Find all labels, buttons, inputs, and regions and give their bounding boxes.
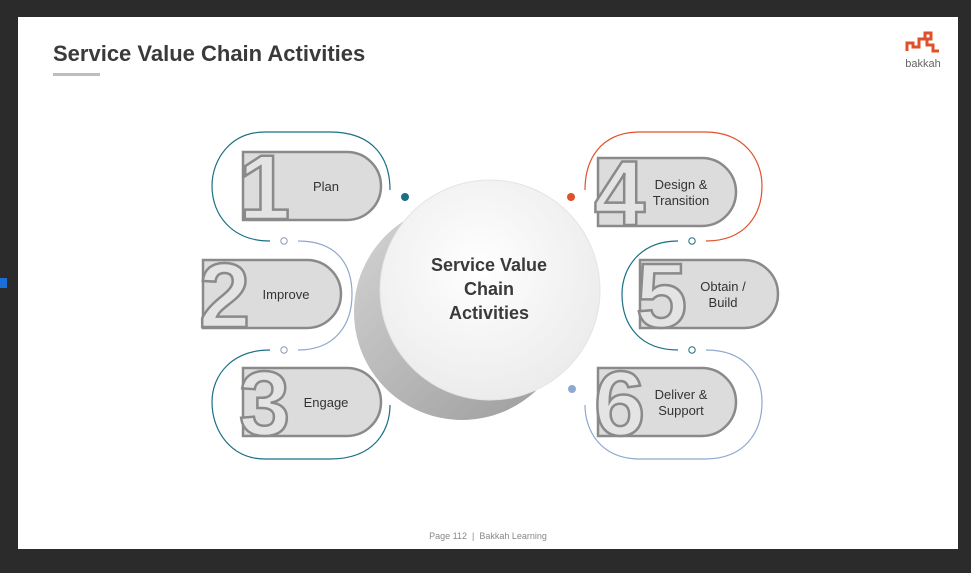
activity-label: Improve bbox=[263, 287, 310, 302]
logo-text: bakkah bbox=[905, 58, 941, 70]
activity-item-1: 1 Plan bbox=[238, 136, 383, 240]
activity-pill bbox=[638, 258, 780, 330]
activity-label: Plan bbox=[313, 179, 339, 194]
connector-arc bbox=[621, 240, 679, 351]
activity-number: 6 bbox=[594, 353, 645, 455]
activity-number: 5 bbox=[636, 245, 687, 347]
connector-arc bbox=[297, 240, 353, 351]
connector-arc bbox=[211, 349, 391, 460]
connector-dot bbox=[567, 193, 575, 201]
connector-arc bbox=[584, 349, 763, 460]
activity-pill bbox=[201, 258, 343, 330]
activity-number: 4 bbox=[594, 143, 645, 245]
bakkah-logo: bakkah bbox=[903, 31, 943, 70]
title-underline bbox=[53, 73, 100, 76]
activity-number: 1 bbox=[239, 137, 290, 239]
connector-dot bbox=[280, 237, 288, 245]
slide-title: Service Value Chain Activities bbox=[53, 41, 366, 66]
logo-icon bbox=[905, 31, 939, 53]
activity-number: 3 bbox=[239, 353, 290, 455]
connector-dot bbox=[568, 385, 576, 393]
connector-arc bbox=[584, 131, 763, 242]
connector-dot bbox=[688, 237, 696, 245]
activity-item-5: 5 Obtain /Build bbox=[635, 244, 780, 348]
activity-pill bbox=[596, 366, 738, 438]
connector-dot bbox=[401, 193, 409, 201]
activity-pill bbox=[596, 156, 738, 228]
activity-pill bbox=[241, 150, 383, 222]
activity-item-2: 2 Improve bbox=[198, 244, 343, 348]
activity-item-3: 3 Engage bbox=[238, 352, 383, 456]
activity-label: Obtain /Build bbox=[700, 279, 746, 310]
footer: Page 112 | Bakkah Learning bbox=[429, 531, 547, 541]
activity-number: 2 bbox=[199, 245, 250, 347]
center-circle bbox=[379, 179, 601, 401]
activity-label: Engage bbox=[304, 395, 349, 410]
activity-label: Design &Transition bbox=[653, 177, 710, 208]
activity-pill bbox=[241, 366, 383, 438]
connector-dot bbox=[688, 346, 696, 354]
activity-item-4: 4 Design &Transition bbox=[593, 142, 738, 246]
activity-item-6: 6 Deliver &Support bbox=[593, 352, 738, 456]
connector-dot bbox=[280, 346, 288, 354]
connector-arc bbox=[211, 131, 391, 242]
slide-marker bbox=[0, 278, 7, 288]
activity-label: Deliver &Support bbox=[655, 387, 708, 418]
